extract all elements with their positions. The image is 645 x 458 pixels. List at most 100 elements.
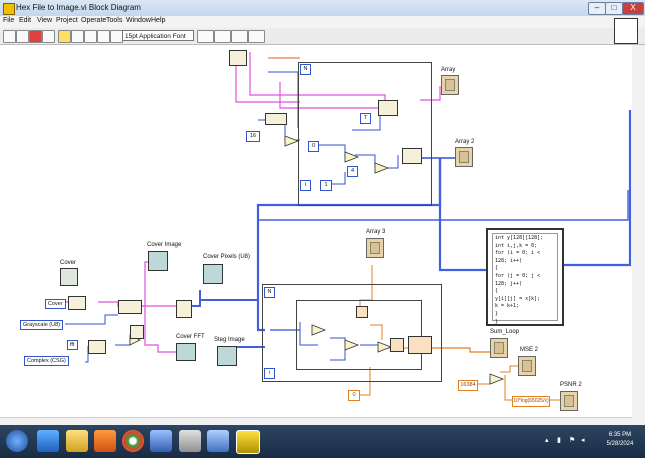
imaq-create-cover-node[interactable]	[68, 296, 86, 310]
build-array-node[interactable]	[378, 100, 398, 116]
array2-label: Array 2	[455, 139, 475, 145]
menu-operate[interactable]: Operate	[81, 17, 107, 24]
bottom-loop-index-terminal: i	[264, 368, 275, 379]
top-loop-index-terminal: i	[300, 180, 311, 191]
menu-window[interactable]: Window	[126, 17, 151, 24]
menu-bar: File Edit View Project Operate Tools Win…	[0, 16, 645, 28]
step-into-icon[interactable]	[84, 30, 97, 43]
cover-pixels-indicator[interactable]	[203, 264, 223, 284]
steg-image-indicator[interactable]	[217, 346, 237, 366]
cover-pixels-label: Cover Pixels (U8)	[203, 254, 251, 260]
chrome-icon[interactable]	[122, 430, 144, 452]
flag-icon[interactable]: ⚑	[569, 437, 576, 444]
code-line: k = k+1;	[495, 303, 520, 310]
align-objects-icon[interactable]	[197, 30, 214, 43]
psnr2-indicator[interactable]	[560, 391, 578, 411]
font-selector[interactable]: 15pt Application Font	[122, 30, 194, 41]
imaq-image-to-array-node[interactable]	[176, 300, 192, 318]
cover-path-control[interactable]	[60, 268, 78, 286]
menu-file[interactable]: File	[3, 17, 15, 24]
code-line: int i,j,k = 0;	[495, 242, 538, 249]
code-line: {	[495, 265, 499, 272]
close-button[interactable]: X	[622, 2, 644, 15]
labview-front-panel-icon[interactable]	[207, 430, 229, 452]
formula-node-code[interactable]: int y[128][128]; int i,j,k = 0; for (i =…	[492, 233, 558, 325]
shift-constant[interactable]: 1	[320, 180, 332, 191]
menu-help[interactable]: Help	[151, 17, 166, 24]
square-node[interactable]	[390, 338, 404, 352]
cover-label: Cover	[60, 260, 77, 266]
psnr-expression-node[interactable]: 10*log(65025/x)	[512, 396, 550, 407]
step-over-icon[interactable]	[97, 30, 110, 43]
chevron-up-icon[interactable]: ▴	[545, 437, 549, 444]
menu-view[interactable]: View	[37, 17, 53, 24]
index-constant[interactable]: 0	[308, 141, 319, 152]
cover-fft-indicator[interactable]	[176, 343, 196, 361]
offset-constant[interactable]: 4	[347, 166, 358, 177]
code-line: {	[495, 288, 499, 295]
array-indicator[interactable]	[441, 75, 459, 95]
zero-constant[interactable]: 0	[348, 390, 360, 401]
labview-block-diagram-icon[interactable]	[236, 430, 260, 454]
grayscale-ring[interactable]: Grayscale (U8)	[20, 320, 63, 330]
array-label: Array	[441, 67, 456, 73]
pause-icon[interactable]	[42, 30, 55, 43]
internet-explorer-icon[interactable]	[37, 430, 59, 452]
code-line: for (i = 0; i < 128; i++)	[495, 250, 541, 264]
file-explorer-icon[interactable]	[66, 430, 88, 452]
menu-tools[interactable]: Tools	[106, 17, 123, 24]
complex-ring[interactable]: Complex (CSG)	[24, 356, 69, 366]
horizontal-scrollbar[interactable]	[0, 417, 632, 426]
volume-icon[interactable]: ◂	[581, 437, 585, 444]
network-icon[interactable]: ▮	[557, 437, 561, 444]
reorder-icon[interactable]	[231, 30, 248, 43]
vertical-scrollbar[interactable]	[632, 45, 645, 425]
highlight-execution-icon[interactable]	[58, 30, 71, 43]
distribute-objects-icon[interactable]	[214, 30, 231, 43]
start-orb-icon[interactable]	[6, 430, 28, 452]
menu-edit[interactable]: Edit	[19, 17, 32, 24]
cover-string-control[interactable]: Cover	[45, 299, 66, 309]
read-file-node[interactable]	[229, 50, 247, 66]
imaq-fft-node[interactable]	[130, 325, 144, 339]
media-player-icon[interactable]	[94, 430, 116, 452]
retain-wire-values-icon[interactable]	[71, 30, 84, 43]
taskbar-clock[interactable]: 6:35 PM 5/28/2024	[600, 431, 640, 449]
code-line: }	[495, 310, 499, 317]
array3-label: Array 3	[366, 229, 386, 235]
run-arrow-icon[interactable]	[3, 30, 16, 43]
fft-image-name-control[interactable]: fft	[67, 340, 78, 350]
divisor-constant[interactable]: 16384	[458, 380, 478, 391]
minimize-button[interactable]: –	[588, 2, 606, 15]
array-subset-node[interactable]	[265, 113, 287, 125]
run-continuously-icon[interactable]	[16, 30, 29, 43]
steg-image-label: Steg Image	[214, 337, 245, 343]
cleanup-diagram-icon[interactable]	[248, 30, 265, 43]
mse2-indicator[interactable]	[518, 356, 536, 376]
word-icon[interactable]	[150, 430, 172, 452]
formula-node[interactable]: int y[128][128]; int i,j,k = 0; for (i =…	[486, 228, 564, 326]
code-line: int y[128][128];	[495, 235, 544, 241]
imaq-read-file-node[interactable]	[118, 300, 142, 314]
menu-project[interactable]: Project	[56, 17, 78, 24]
windows-taskbar: ▴ ▮ ⚑ ◂ 6:35 PM 5/28/2024	[0, 425, 645, 458]
imaq-create-fft-node[interactable]	[88, 340, 106, 354]
mse2-label: MSE 2	[520, 347, 539, 353]
system-tray[interactable]: ▴ ▮ ⚑ ◂	[545, 436, 595, 446]
hex-to-number-node[interactable]	[402, 148, 422, 164]
psnr2-label: PSNR 2	[560, 382, 582, 388]
index-array-node[interactable]	[356, 306, 368, 318]
add-array-elements-node[interactable]	[408, 336, 432, 354]
vi-connector-icon[interactable]	[614, 18, 638, 44]
loop-count-constant[interactable]: 16	[246, 131, 260, 142]
bottom-for-loop[interactable]	[262, 284, 442, 382]
array3-indicator[interactable]	[366, 238, 384, 258]
top-for-loop[interactable]	[298, 62, 432, 206]
app-icon[interactable]	[179, 430, 201, 452]
array2-indicator[interactable]	[455, 147, 473, 167]
abort-icon[interactable]	[29, 30, 42, 43]
sum-loop-indicator[interactable]	[490, 338, 508, 358]
select-constant[interactable]: T	[360, 113, 371, 124]
inner-for-loop[interactable]	[296, 300, 422, 370]
cover-image-indicator[interactable]	[148, 251, 168, 271]
